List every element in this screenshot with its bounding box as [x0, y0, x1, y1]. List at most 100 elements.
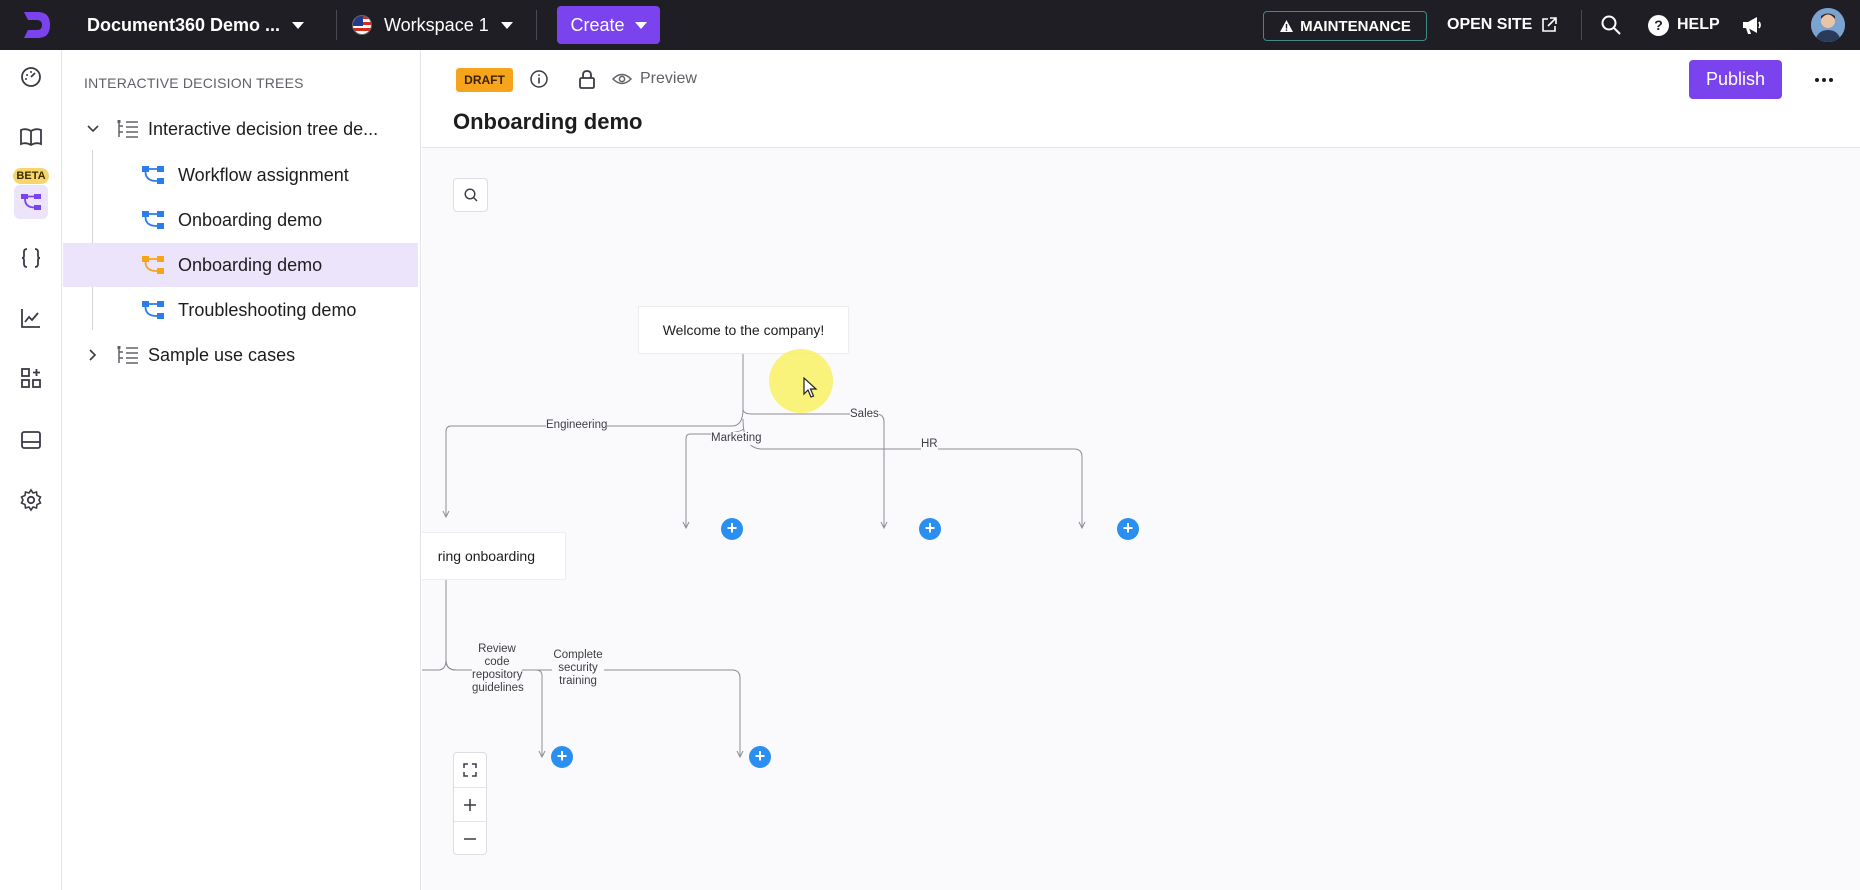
divider	[336, 10, 337, 40]
settings-icon[interactable]	[19, 488, 43, 512]
workspace-name: Workspace 1	[384, 14, 489, 35]
us-flag-icon	[352, 15, 372, 35]
folder-label: Interactive decision tree de...	[148, 118, 379, 139]
edge-label-review-code[interactable]: Review code repository guidelines	[472, 643, 524, 695]
info-icon[interactable]	[528, 68, 550, 90]
add-node-button[interactable]: +	[721, 518, 743, 540]
edge-label-engineering[interactable]: Engineering	[546, 419, 608, 432]
decision-tree-icon	[142, 301, 164, 319]
megaphone-icon[interactable]	[1740, 13, 1764, 37]
fit-view-button[interactable]	[454, 753, 486, 787]
divider	[1581, 10, 1582, 40]
zoom-out-icon	[464, 837, 476, 840]
cursor-highlight	[769, 349, 833, 413]
editor-header: DRAFT Preview Publish Onboarding demo	[422, 50, 1860, 148]
maintenance-button[interactable]: MAINTENANCE	[1263, 11, 1427, 41]
panel-title: INTERACTIVE DECISION TREES	[84, 75, 304, 91]
editor-main: DRAFT Preview Publish Onboarding demo	[422, 50, 1860, 890]
search-icon	[463, 188, 477, 202]
project-selector[interactable]: Document360 Demo ...	[87, 0, 305, 50]
tree-item-label: Onboarding demo	[178, 254, 323, 275]
zoom-controls	[453, 752, 487, 855]
analytics-icon[interactable]	[19, 306, 43, 330]
add-node-button[interactable]: +	[551, 746, 573, 768]
chevron-down-icon	[500, 21, 513, 29]
create-label: Create	[570, 14, 625, 35]
publish-button[interactable]: Publish	[1689, 60, 1782, 99]
add-node-button[interactable]: +	[749, 746, 771, 768]
top-navigation-bar: Document360 Demo ... Workspace 1 Create …	[0, 0, 1860, 50]
tree-node-root[interactable]: Welcome to the company!	[638, 306, 849, 354]
beta-badge: BETA	[13, 168, 49, 184]
widgets-icon[interactable]	[19, 428, 43, 452]
canvas-search-button[interactable]	[453, 178, 488, 212]
api-docs-icon[interactable]	[19, 246, 43, 270]
help-label: HELP	[1677, 16, 1720, 33]
tree-node-child[interactable]: ring onboarding	[422, 532, 566, 580]
knowledge-base-icon[interactable]	[19, 125, 43, 149]
warning-icon	[1280, 20, 1294, 32]
tree-folder[interactable]: Interactive decision tree de...	[63, 107, 419, 151]
edge-label-sales[interactable]: Sales	[850, 408, 879, 421]
status-badge: DRAFT	[456, 68, 513, 92]
add-node-button[interactable]: +	[1117, 518, 1139, 540]
edge-label-security-training[interactable]: Complete security training	[552, 649, 604, 688]
decision-tree-icon	[14, 185, 48, 219]
user-avatar-icon	[1811, 8, 1845, 42]
decision-tree-icon	[142, 211, 164, 229]
left-nav-rail: BETA	[0, 50, 62, 890]
lock-icon[interactable]	[576, 68, 598, 90]
project-name: Document360 Demo ...	[87, 14, 281, 35]
decision-tree-draft-icon	[142, 256, 164, 274]
preview-button[interactable]: Preview	[612, 66, 697, 92]
help-button[interactable]: ? HELP	[1648, 0, 1720, 50]
tree-item-label: Workflow assignment	[178, 164, 349, 185]
add-node-button[interactable]: +	[919, 518, 941, 540]
chevron-down-icon[interactable]	[86, 122, 100, 136]
decision-tree-icon	[142, 166, 164, 184]
create-button[interactable]: Create	[557, 6, 660, 44]
search-icon[interactable]	[1599, 13, 1623, 37]
decision-tree-nav[interactable]: BETA	[12, 168, 50, 268]
tree-item-onboarding-demo-selected[interactable]: Onboarding demo	[63, 243, 418, 287]
chevron-right-icon[interactable]	[86, 348, 100, 362]
folder-label: Sample use cases	[148, 344, 296, 365]
edge-label-hr[interactable]: HR	[921, 438, 938, 451]
chevron-down-icon	[292, 21, 305, 29]
chevron-down-icon	[634, 21, 647, 29]
help-icon: ?	[1648, 14, 1669, 36]
more-options-icon[interactable]	[1809, 68, 1839, 92]
zoom-out-button[interactable]	[454, 821, 486, 855]
tree-item-label: Troubleshooting demo	[178, 299, 357, 320]
tree-guide-line	[92, 150, 93, 330]
tree-item-label: Onboarding demo	[178, 209, 323, 230]
tree-item-troubleshooting-demo[interactable]: Troubleshooting demo	[63, 288, 419, 332]
edge-label-marketing[interactable]: Marketing	[711, 432, 762, 445]
mouse-cursor-icon	[803, 377, 818, 398]
decision-tree-panel: INTERACTIVE DECISION TREES Interactive d…	[63, 50, 421, 890]
user-avatar[interactable]	[1811, 8, 1845, 42]
open-site-link[interactable]: OPEN SITE	[1447, 0, 1558, 50]
tree-node-child-label: ring onboarding	[437, 548, 535, 564]
integrations-icon[interactable]	[19, 366, 43, 390]
tree-item-workflow-assignment[interactable]: Workflow assignment	[63, 153, 419, 197]
tree-item-onboarding-demo[interactable]: Onboarding demo	[63, 198, 419, 242]
maintenance-label: MAINTENANCE	[1300, 17, 1411, 35]
eye-icon	[612, 73, 632, 85]
tree-folder[interactable]: Sample use cases	[63, 333, 419, 377]
fit-view-icon	[463, 763, 477, 777]
divider	[536, 10, 537, 40]
zoom-in-button[interactable]	[454, 787, 486, 821]
zoom-in-icon	[464, 798, 476, 811]
category-list-icon	[117, 346, 138, 364]
tree-connectors	[422, 354, 1086, 759]
category-list-icon	[117, 120, 138, 138]
page-title: Onboarding demo	[453, 109, 643, 134]
external-link-icon	[1542, 17, 1558, 32]
dashboard-icon[interactable]	[19, 65, 43, 89]
preview-label: Preview	[640, 70, 697, 87]
decision-tree-canvas[interactable]: Welcome to the company! ring onboarding …	[422, 149, 1860, 890]
open-site-label: OPEN SITE	[1447, 16, 1533, 33]
workspace-selector[interactable]: Workspace 1	[352, 0, 513, 50]
document360-logo-icon[interactable]	[18, 8, 54, 42]
